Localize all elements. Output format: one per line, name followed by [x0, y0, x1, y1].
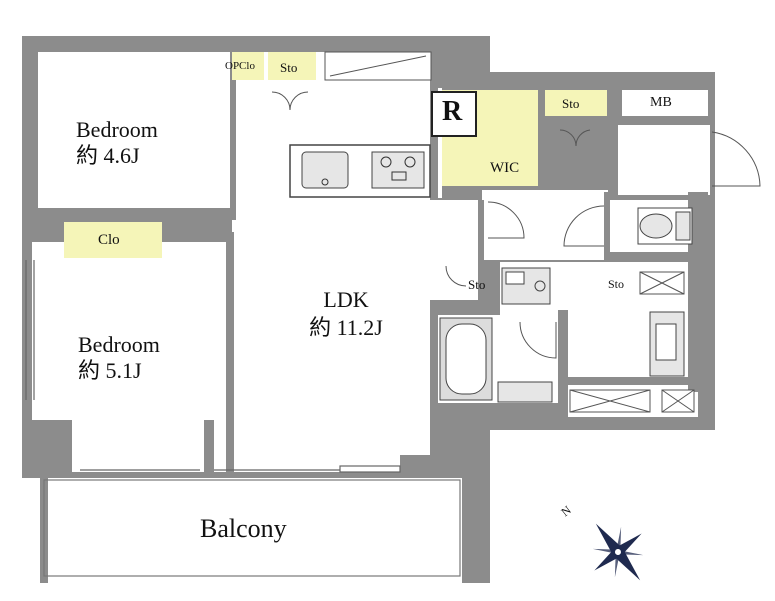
bedroom-top-label: Bedroom 約 4.6J: [76, 117, 186, 169]
wic-label: WIC: [490, 160, 520, 176]
opclo-area: [232, 52, 264, 80]
clo-label: Clo: [98, 232, 120, 248]
ldk-name: LDK: [323, 287, 369, 312]
crossed-boxes: [569, 271, 695, 413]
bedroom-bottom-label: Bedroom 約 5.1J: [78, 332, 188, 384]
hall-floor: [482, 190, 610, 260]
opclo-label: OPClo: [225, 60, 255, 72]
vanity-icon: [649, 311, 685, 377]
bedroom-bottom-size: 約 5.1J: [78, 358, 142, 383]
bedroom-bottom-name: Bedroom: [78, 332, 160, 357]
sto-top-area: [268, 52, 316, 80]
bedroom-top-size: 約 4.6J: [76, 143, 140, 168]
sto-mid-label: Sto: [468, 277, 486, 292]
clo-area: [64, 222, 162, 258]
stove-icon: [371, 151, 425, 189]
compass-rose-icon: [592, 523, 644, 581]
ldk-size: 約 11.2J: [309, 315, 383, 340]
sto-wic-area: [545, 90, 607, 116]
refrigerator-space: [431, 91, 477, 137]
bedroom-top-name: Bedroom: [76, 117, 158, 142]
windows: [25, 260, 401, 473]
toilet-icon: [637, 207, 693, 245]
washing-machine-icon: [501, 267, 551, 305]
ldk-label: LDK 約 11.2J: [286, 286, 406, 342]
mb-area: [622, 90, 708, 116]
bedroom-top-floor: [38, 52, 230, 212]
range-hood: [324, 51, 432, 81]
sink-icon: [301, 151, 349, 189]
sto-right-label: Sto: [608, 277, 625, 291]
entry-floor: [610, 125, 710, 195]
kitchen: [289, 144, 431, 198]
balcony-floor: [48, 478, 462, 578]
mb-label: MB: [650, 95, 672, 110]
balcony-label: Balcony: [200, 514, 287, 543]
door-swings: [271, 91, 761, 359]
refrigerator-label: R: [442, 96, 463, 127]
sto-top-label: Sto: [280, 60, 298, 75]
compass: N: [556, 500, 646, 590]
balcony-railing: [43, 479, 461, 577]
bathtub-icon: [439, 317, 553, 403]
sto-wic-label: Sto: [562, 96, 580, 111]
